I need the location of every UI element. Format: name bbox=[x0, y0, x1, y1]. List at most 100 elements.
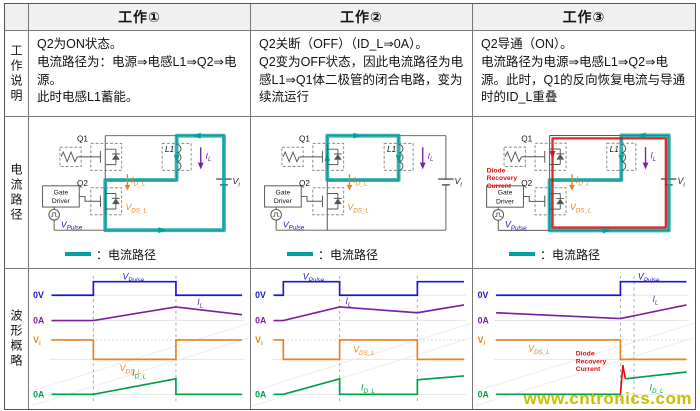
svg-text:Gate: Gate bbox=[498, 190, 513, 197]
idl-trace bbox=[51, 377, 242, 396]
gate-resistor-network bbox=[59, 146, 82, 168]
vi-label: Vi bbox=[455, 176, 463, 188]
q2-label: Q2 bbox=[77, 179, 88, 188]
gate-driver: Gate Driver bbox=[42, 185, 80, 208]
current-path-legend: ：电流路径 bbox=[475, 243, 693, 265]
idl-arrow-icon bbox=[568, 174, 575, 191]
svg-text:Diode: Diode bbox=[487, 167, 506, 174]
vi-label: Vi bbox=[677, 176, 685, 188]
current-path-swatch-icon bbox=[509, 252, 535, 256]
waveform-chart-op1: 0V 0A Vi 0A VPulse IL VDS_L ID_L bbox=[30, 272, 249, 406]
legend-label: ：电流路径 bbox=[540, 247, 601, 262]
idl-trace-post bbox=[625, 371, 687, 380]
svg-text:Current: Current bbox=[487, 183, 512, 190]
vdsl-label: VDS_L bbox=[126, 202, 148, 214]
operation-table: 工作① 工作② 工作③ 工作说明 Q2为ON状态。 电流路径为：电源⇒电感L1⇒… bbox=[4, 3, 696, 410]
current-path-arrow-icon bbox=[549, 132, 646, 234]
current-path-arrow-icon bbox=[158, 132, 201, 234]
circuit-diagram-op1: Gate Driver Q1 Q2 L1 IL ID_L VDS_L Vi VP… bbox=[42, 132, 240, 234]
l1-label: L1 bbox=[165, 145, 174, 154]
vdsl-trace-label: VDS_L bbox=[120, 363, 142, 375]
vpulse-trace-label: VPulse bbox=[303, 272, 325, 284]
il-trace bbox=[51, 306, 243, 322]
corner-cell bbox=[5, 4, 29, 31]
row-label-description-text: 工作说明 bbox=[9, 43, 23, 104]
waveform-op2: 0V 0A Vi 0A VPulse IL VDS_L ID_L bbox=[251, 269, 473, 409]
vi-battery-icon bbox=[438, 178, 454, 186]
axis-0a-label: 0A bbox=[255, 389, 267, 399]
vpulse-label: VPulse bbox=[283, 219, 305, 231]
il-label: IL bbox=[650, 151, 656, 163]
pulse-source-icon bbox=[492, 209, 505, 221]
description-op3: Q2导通（ON）。 电流路径为电源⇒电感L1⇒Q2⇒电源。此时，Q1的反向恢复电… bbox=[473, 31, 695, 117]
current-path-loop bbox=[547, 133, 671, 233]
current-path-swatch-icon bbox=[287, 252, 313, 256]
il-label: IL bbox=[206, 151, 212, 163]
row-label-waveform: 波形概略 bbox=[5, 269, 29, 409]
idl-trace-label: ID_L bbox=[650, 382, 664, 394]
vpulse-trace bbox=[273, 280, 464, 297]
header-op2: 工作② bbox=[251, 4, 473, 31]
vpulse-label: VPulse bbox=[61, 219, 83, 231]
q2-mosfet bbox=[312, 187, 345, 216]
vpulse-trace bbox=[51, 280, 242, 297]
header-op1: 工作① bbox=[29, 4, 251, 31]
header-op2-label: 工作② bbox=[340, 9, 383, 25]
il-trace-label: IL bbox=[197, 297, 203, 309]
q2-mosfet bbox=[534, 187, 567, 216]
phase-boundary-lines bbox=[92, 275, 177, 403]
il-trace bbox=[496, 304, 687, 320]
gate-driver: Gate Driver bbox=[486, 185, 524, 208]
axis-0a-label: 0A bbox=[478, 389, 490, 399]
il-trace bbox=[273, 304, 465, 322]
gate-resistor-network bbox=[503, 146, 526, 167]
q1-mosfet bbox=[534, 142, 567, 171]
idl-label: ID_L bbox=[131, 175, 145, 187]
vdsl-trace bbox=[496, 339, 687, 361]
vdsl-label: VDS_L bbox=[348, 202, 370, 214]
q1-label: Q1 bbox=[521, 134, 532, 143]
description-op1: Q2为ON状态。 电流路径为：电源⇒电感L1⇒Q2⇒电源。 此时电感L1蓄能。 bbox=[29, 31, 251, 117]
row-label-current-path-text: 电流路径 bbox=[9, 162, 23, 223]
row-label-waveform-text: 波形概略 bbox=[9, 309, 23, 369]
vpulse-trace-label: VPulse bbox=[123, 272, 145, 284]
il-arrow-icon bbox=[419, 147, 426, 170]
vdsl-trace bbox=[51, 339, 242, 361]
vdsl-trace-label: VDS_L bbox=[528, 344, 550, 356]
current-path-legend: ：电流路径 bbox=[31, 243, 248, 265]
l1-label: L1 bbox=[387, 145, 396, 154]
vpulse-trace bbox=[496, 280, 687, 297]
axis-vi-label: Vi bbox=[33, 335, 41, 347]
phase-boundary-lines bbox=[619, 275, 635, 403]
axis-0a-label: 0A bbox=[478, 315, 490, 325]
l1-label: L1 bbox=[610, 145, 619, 154]
q1-mosfet bbox=[90, 142, 123, 171]
circuit-diagram-op2: Gate Driver Q1 Q2 L1 IL ID_L VDS_L Vi VP… bbox=[264, 132, 463, 232]
waveform-chart-op3: 0V 0A Vi 0A VPulse IL VDS_L ID_L Diode R… bbox=[474, 272, 694, 406]
axis-vi-label: Vi bbox=[255, 335, 263, 347]
svg-text:Driver: Driver bbox=[274, 198, 293, 205]
il-arrow-icon bbox=[642, 147, 649, 170]
pulse-source-icon bbox=[48, 208, 60, 221]
il-trace-label: IL bbox=[345, 296, 351, 308]
vpulse-trace-label: VPulse bbox=[638, 272, 660, 284]
svg-text:Driver: Driver bbox=[52, 198, 71, 205]
idl-label: ID_L bbox=[576, 175, 590, 187]
axis-0a-label: 0A bbox=[33, 315, 45, 325]
waveform-op1: 0V 0A Vi 0A VPulse IL VDS_L ID_L bbox=[29, 269, 251, 409]
q2-mosfet bbox=[90, 187, 123, 216]
svg-text:Recovery: Recovery bbox=[576, 358, 607, 365]
current-path-legend: ：电流路径 bbox=[253, 243, 470, 265]
q2-label: Q2 bbox=[299, 179, 310, 188]
idl-arrow-icon bbox=[346, 174, 353, 191]
idl-arrow-icon bbox=[124, 174, 131, 191]
svg-text:Current: Current bbox=[576, 366, 601, 373]
axis-vi-label: Vi bbox=[478, 335, 486, 347]
q2-label: Q2 bbox=[521, 179, 532, 188]
svg-text:Gate: Gate bbox=[276, 190, 291, 197]
header-op1-label: 工作① bbox=[118, 9, 161, 25]
vpulse-label: VPulse bbox=[505, 220, 527, 232]
current-path-loop bbox=[103, 133, 226, 233]
q1-label: Q1 bbox=[299, 134, 310, 143]
q1-mosfet bbox=[312, 142, 345, 171]
